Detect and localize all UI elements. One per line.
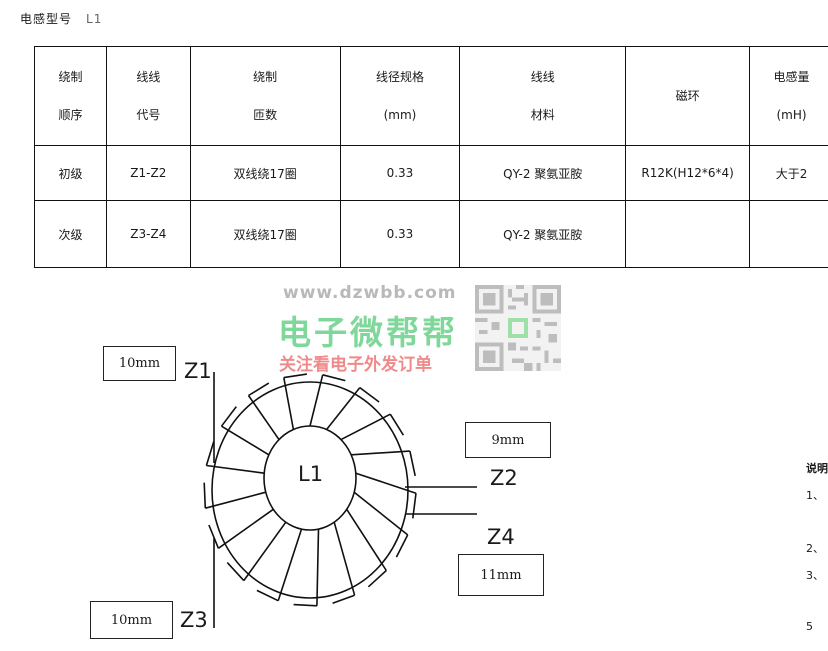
winding-cap [283,373,308,379]
winding-cap [409,450,416,477]
cell-code: Z1-Z2 [105,145,191,201]
winding-cap [208,524,220,549]
winding-cap [332,594,355,605]
terminal-label-z2: Z2 [490,466,518,490]
qr-code-icon [475,285,561,371]
terminal-label-z3: Z3 [180,608,208,632]
watermark-url: www.dzwbb.com [283,283,457,303]
cell-inductance [749,200,828,268]
header-wire-material: 线线材料 [459,46,627,146]
header-turns: 绕制匝数 [189,46,341,146]
winding-turn [340,413,391,441]
document-model: L1 [86,12,103,26]
winding-turn [247,395,280,441]
cell-diameter: 0.33 [339,200,461,268]
winding-turn [353,491,409,536]
cell-order: 初级 [34,145,107,201]
note-marker: 3、 [806,569,824,582]
winding-cap [389,413,405,436]
document-title: 电感型号 L1 [20,10,102,27]
header-wire-code: 线线代号 [105,46,191,146]
winding-cap [293,603,317,607]
core-label: L1 [298,462,324,486]
cell-turns: 双线绕17圈 [189,145,341,201]
winding-cap [203,482,207,509]
winding-cap [220,406,237,427]
winding-cap [248,382,270,397]
cell-core [625,200,751,268]
cell-diameter: 0.33 [339,145,461,201]
winding-turn [351,450,410,456]
winding-turn [206,464,265,474]
document-title-text: 电感型号 [20,12,73,26]
cell-material: QY-2 聚氨亚胺 [459,145,627,201]
winding-turn [217,508,274,549]
header-wire-diameter: 线径规格(mm) [339,46,461,146]
winding-turn [309,374,324,427]
note-marker: 1、 [806,489,824,502]
dimension-box-z4: 11mm [458,554,544,596]
cell-core: R12K(H12*6*4) [625,145,751,201]
winding-turn [355,472,417,494]
winding-cap [322,374,346,382]
winding-turn [316,529,320,606]
cell-code: Z3-Z4 [105,200,191,268]
winding-turn [243,521,287,582]
watermark-brand: 电子微帮帮 [278,313,458,352]
winding-cap [395,534,409,558]
winding-turn [346,508,387,571]
terminal-label-z1: Z1 [184,359,212,383]
dimension-box-z2: 9mm [465,422,551,458]
winding-turn [277,528,303,601]
core-outer [211,381,409,599]
winding-turn [333,521,356,596]
terminal-label-z4: Z4 [487,525,515,549]
dimension-box-z3: 10mm [90,601,173,639]
cell-material: QY-2 聚氨亚胺 [459,200,627,268]
winding-spec-table: 绕制顺序 线线代号 绕制匝数 线径规格(mm) 线线材料 磁环 电感量(mH) … [34,46,828,268]
winding-turn [205,491,267,509]
notes-title: 说明 [806,462,828,475]
winding-turns [203,373,417,607]
table-row: 次级 Z3-Z4 双线绕17圈 0.33 QY-2 聚氨亚胺 [34,200,828,268]
cell-inductance: 大于2 [749,145,828,201]
cell-turns: 双线绕17圈 [189,200,341,268]
winding-turn [221,425,270,456]
header-inductance: 电感量(mH) [749,46,828,146]
watermark-slogan: 关注看电子外发订单 [279,355,432,375]
winding-turn [283,377,295,430]
cell-order: 次级 [34,200,107,268]
dimension-box-z1: 10mm [103,346,176,381]
note-marker: 5 [806,620,813,633]
note-marker: 2、 [806,542,824,555]
winding-cap [226,562,245,582]
winding-cap [256,589,279,602]
winding-turn [325,387,361,430]
winding-cap [359,386,380,403]
winding-cap [205,441,215,466]
table-row: 初级 Z1-Z2 双线绕17圈 0.33 QY-2 聚氨亚胺 R12K(H12*… [34,145,828,201]
header-core: 磁环 [625,46,751,146]
header-winding-order: 绕制顺序 [34,46,107,146]
winding-cap [367,569,387,588]
